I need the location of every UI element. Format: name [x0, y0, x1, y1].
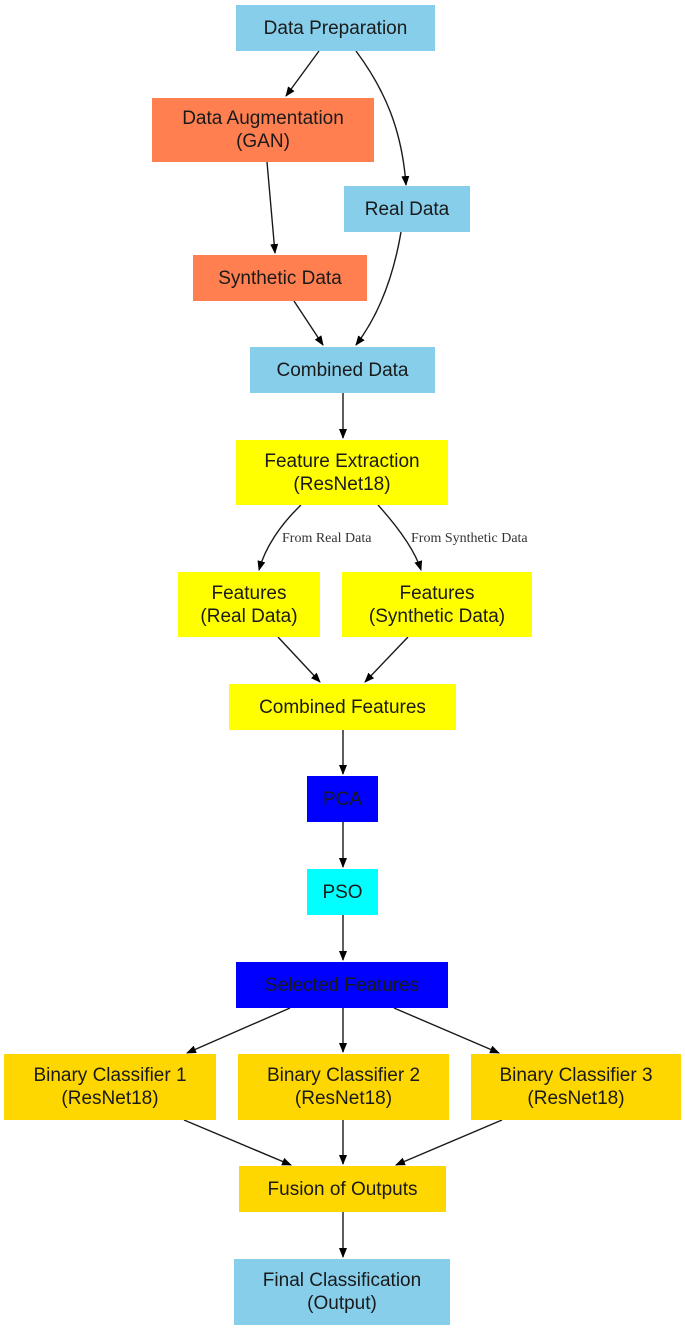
node-fusion: Fusion of Outputs	[239, 1166, 446, 1212]
node-label-line: Features	[211, 582, 287, 604]
node-label-line: Binary Classifier 3	[499, 1065, 653, 1086]
node-label-line: Selected Features	[264, 974, 420, 996]
edge-data-prep-to-data-aug	[285, 50, 320, 97]
edge-label: From Synthetic Data	[411, 531, 528, 546]
edge-binary-classifier-1-to-fusion	[183, 1119, 292, 1166]
edge-feature-extraction-to-features-real	[257, 504, 302, 571]
node-features-real: Features(Real Data)	[178, 572, 320, 637]
node-data-prep: Data Preparation	[236, 5, 435, 51]
node-binary-classifier-2: Binary Classifier 2(ResNet18)	[238, 1054, 449, 1120]
node-pso: PSO	[307, 869, 378, 915]
node-pca: PCA	[307, 776, 378, 822]
node-real-data: Real Data	[344, 186, 470, 232]
edge-real-data-to-combined-data	[355, 231, 402, 346]
node-label-line: (Output)	[307, 1293, 377, 1314]
node-final-classification: Final Classification(Output)	[234, 1259, 450, 1325]
node-label-line: Feature Extraction	[264, 450, 420, 472]
edge-data-prep-to-real-data	[355, 50, 410, 186]
node-label-line: Final Classification	[262, 1270, 422, 1291]
node-feature-extraction: Feature Extraction(ResNet18)	[236, 440, 448, 505]
node-combined-data: Combined Data	[250, 347, 435, 393]
node-label-line: PCA	[322, 788, 363, 810]
edges-layer	[183, 50, 503, 1258]
node-label-line: Binary Classifier 1	[33, 1065, 187, 1086]
node-label-line: Real Data	[364, 198, 450, 220]
edge-features-synthetic-to-combined-features	[364, 636, 409, 683]
node-label-line: Synthetic Data	[218, 267, 342, 289]
edge-synthetic-data-to-combined-data	[293, 300, 324, 346]
node-label-line: (ResNet18)	[293, 473, 391, 495]
node-binary-classifier-3: Binary Classifier 3(ResNet18)	[471, 1054, 681, 1120]
node-label-line: Features	[399, 582, 475, 604]
node-selected-features: Selected Features	[236, 962, 448, 1008]
edge-selected-features-to-binary-classifier-1	[186, 1007, 291, 1054]
edge-data-aug-to-synthetic-data	[266, 161, 279, 254]
edge-label: From Real Data	[282, 531, 372, 546]
edge-binary-classifier-3-to-fusion	[395, 1119, 503, 1166]
node-label-line: (Synthetic Data)	[368, 605, 506, 627]
node-data-aug: Data Augmentation(GAN)	[152, 98, 374, 162]
node-label-line: Data Preparation	[263, 17, 408, 39]
node-label-line: (Real Data)	[200, 605, 298, 627]
node-label-line: Data Augmentation	[182, 108, 344, 129]
node-label-line: Binary Classifier 2	[266, 1065, 421, 1086]
node-label-line: PSO	[322, 881, 363, 903]
edge-feature-extraction-to-features-synthetic	[377, 504, 423, 571]
node-combined-features: Combined Features	[229, 684, 456, 730]
node-label-line: Combined Features	[259, 696, 426, 718]
node-label-line: Combined Data	[276, 359, 409, 381]
node-features-synthetic: Features(Synthetic Data)	[342, 572, 532, 637]
node-label-line: (ResNet18)	[61, 1088, 159, 1109]
node-label-line: Fusion of Outputs	[267, 1178, 418, 1200]
edge-features-real-to-combined-features	[277, 636, 321, 683]
node-binary-classifier-1: Binary Classifier 1(ResNet18)	[4, 1054, 216, 1120]
node-label-line: (ResNet18)	[527, 1088, 625, 1109]
node-label-line: (GAN)	[236, 131, 290, 152]
node-synthetic-data: Synthetic Data	[193, 255, 367, 301]
node-label-line: (ResNet18)	[294, 1088, 393, 1109]
edge-selected-features-to-binary-classifier-3	[393, 1007, 500, 1054]
